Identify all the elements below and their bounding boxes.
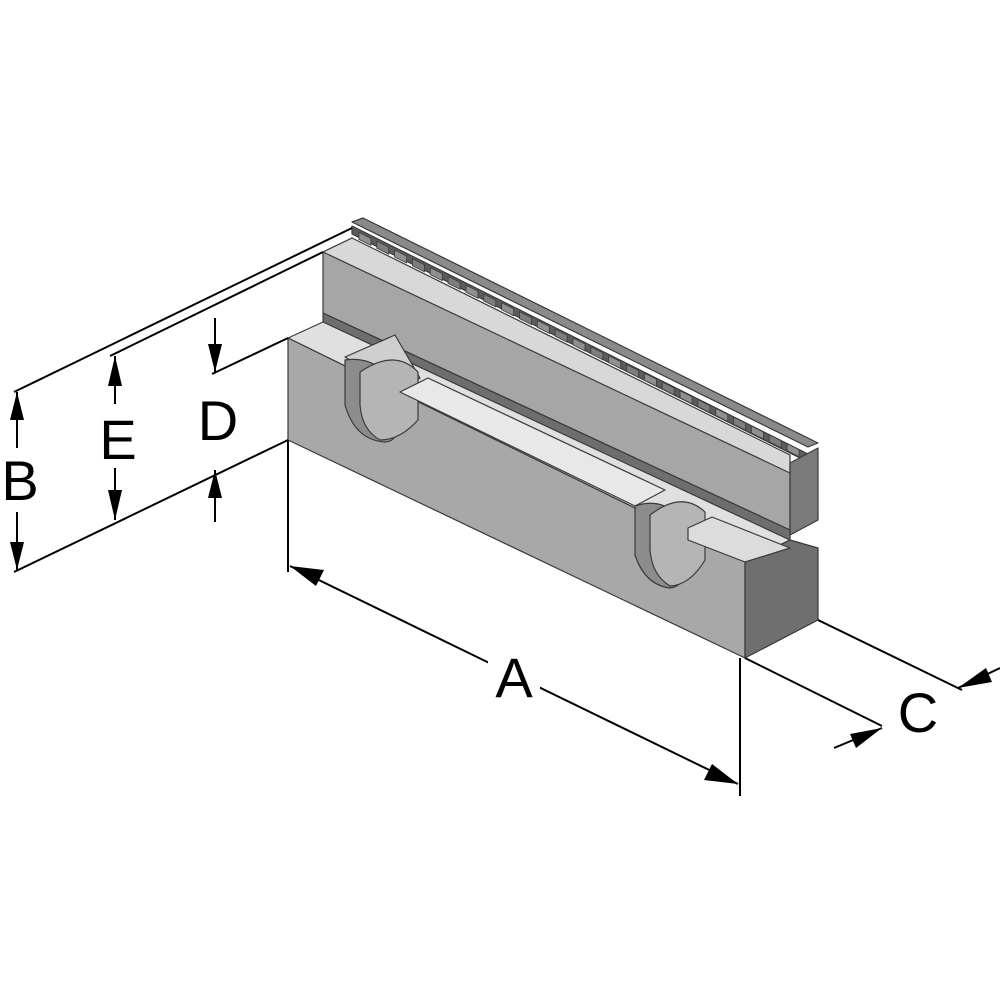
serration-tooth [768,434,782,449]
serration-tooth [679,390,693,405]
serration-tooth [376,240,390,255]
serration-tooth [590,346,604,361]
dimension-annotations: B E D A C [0,227,1000,796]
label-d: D [198,389,238,452]
serration-tooth [733,416,746,431]
serration-tooth [786,442,800,458]
serration-tooth [483,293,497,308]
ext-line-c-back [817,619,963,691]
ext-line-d-top [211,337,289,375]
arrow-d-top [208,344,222,372]
serration-tooth [501,302,515,317]
rear-rail-top-highlight [322,237,791,474]
serration-tooth [572,337,586,352]
rear-rail-side-face [789,447,819,536]
label-c: C [898,681,938,744]
arrow-c-lower [850,728,882,748]
serration-tooth [626,363,639,379]
ext-line-b-top [13,227,353,393]
serration-tooth [536,319,550,335]
label-b: B [1,449,38,512]
right-counterbore-inner [649,501,706,587]
serration-tooth [608,354,622,370]
serration-tooth [358,231,372,247]
serration-tooth [429,266,443,282]
serration-tooth [643,372,657,387]
arrow-c-upper [958,668,992,688]
ext-line-b-bottom [13,439,289,573]
arrow-e-top [108,356,122,386]
arrow-d-bottom [208,470,222,498]
arrow-a-right [704,764,738,784]
serration-tooth [465,284,479,299]
center-land-top [399,377,666,507]
serration-tooth [751,425,764,440]
rear-rail-top-face [351,217,819,448]
base-side-face [744,539,819,659]
serration-tooth [697,398,711,414]
jaw-block [287,217,819,659]
serration-tooth [447,275,461,291]
left-counterbore-inner [359,359,419,441]
ext-line-c-front [744,657,883,727]
ext-line-e-top [109,251,324,357]
serration-tooth [715,407,729,423]
serration-tooth [661,381,675,396]
serration-tooth [412,258,425,273]
right-ledge [687,516,791,563]
label-a-gap [488,640,540,702]
serration-tooth [519,310,532,326]
label-a: A [495,646,533,709]
label-b-gap [0,448,46,512]
arrow-e-bottom [108,490,122,520]
serration-tooth [394,249,408,264]
label-e: E [99,408,136,471]
serration-tooth [554,328,568,343]
arrow-b-top [10,392,24,420]
arrow-b-bottom [10,542,24,570]
arrow-a-left [290,566,324,586]
label-e-gap [96,404,140,468]
serration-teeth [358,231,800,458]
